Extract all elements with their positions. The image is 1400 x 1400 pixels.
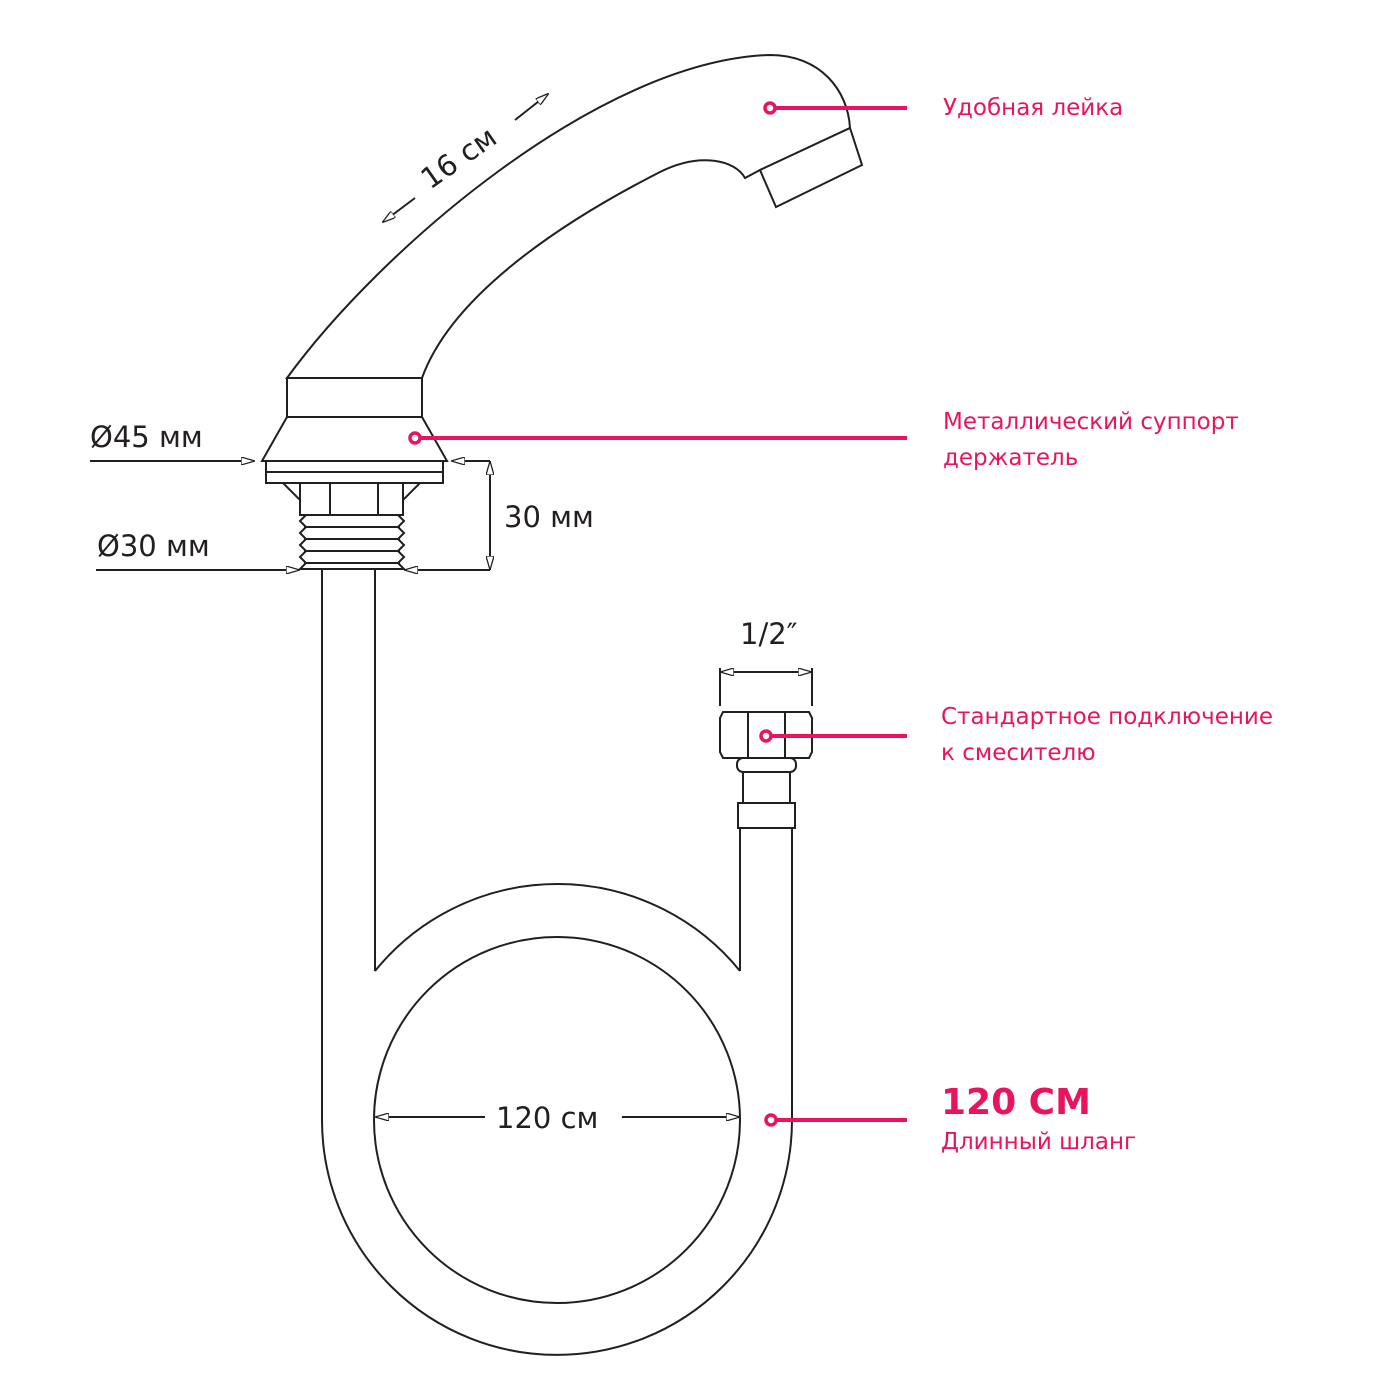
callout-heading: 120 СМ xyxy=(941,1082,1091,1123)
callout-text: Длинный шланг xyxy=(941,1129,1137,1155)
shower-head xyxy=(285,53,864,379)
callout-text: к смесителю xyxy=(941,740,1096,766)
connector-nut xyxy=(719,711,813,829)
dim-hose-length: 120 см xyxy=(496,1101,598,1135)
dim-support-height: 30 мм xyxy=(504,500,594,534)
callout-hose: 120 СМ Длинный шланг xyxy=(941,1082,1136,1160)
callout-text: держатель xyxy=(943,445,1079,471)
dim-connector-size: 1/2″ xyxy=(740,617,798,651)
callout-text: Стандартное подключение xyxy=(941,704,1273,730)
dimension-lines xyxy=(90,94,813,1117)
dim-thread-diameter: Ø30 мм xyxy=(97,529,210,563)
dim-support-diameter: Ø45 мм xyxy=(90,420,203,454)
callout-text: Удобная лейка xyxy=(943,95,1124,121)
callout-shower-head: Удобная лейка xyxy=(943,90,1123,126)
callout-leaders xyxy=(408,101,907,1127)
metal-support xyxy=(260,377,449,570)
callout-text: Металлический суппорт xyxy=(943,409,1239,435)
callout-support: Металлический суппорт держатель xyxy=(943,404,1239,476)
hose xyxy=(321,570,793,1356)
callout-connection: Стандартное подключение к смесителю xyxy=(941,699,1273,771)
